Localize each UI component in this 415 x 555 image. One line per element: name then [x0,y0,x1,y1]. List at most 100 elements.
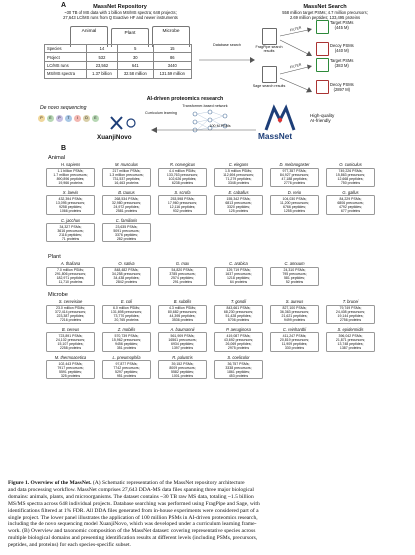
table-row-label: LC/MS runs [44,60,87,71]
stat-line: 1255 proteins [283,209,306,214]
stat-line: 5091 precursors; [113,228,140,233]
stat-line: 43,692 precursors; [223,337,254,342]
species-stats: 843,661 PSMs;68,230 precursors;51,428 pe… [214,304,263,324]
stat-line: 1.3 million precursors; [109,173,144,178]
stat-line: 6813 precursors; [225,200,252,205]
stat-line: 4792 peptides; [339,204,362,209]
fragpipe-target-count: (445 M) [334,24,349,30]
fragpipe-target-icon [316,20,329,34]
stat-line: 2258 proteins [59,346,82,351]
xuanjinovo-label: XuanjiNovo [97,134,132,141]
species-name: O. cuniculus [339,162,362,167]
stat-line: 1397 proteins [171,346,194,351]
stat-line: 5706 proteins [227,318,250,323]
caption-line: Figure 1. Overview of the MassNet. (A) S… [8,480,407,487]
stat-line: 1861 peptides; [227,369,250,374]
peptide-residue: D [83,115,90,122]
species-stats: 155,342 PSMs;6813 precursors;3320 peptid… [214,195,263,215]
stat-line: 3348 proteins [227,181,250,186]
sage-decoy-count: (2897 M) [333,86,351,92]
species-stats: 827,100 PSMs;36,363 precursors;21,621 pe… [270,304,319,324]
stat-line: 890,896 peptides; [56,177,85,182]
species-name: T. brucei [342,299,359,304]
stat-line: 223,387 peptides; [56,314,85,319]
stat-line: 71,279 peptides; [225,177,252,182]
stat-line: 24,310 PSMs; [283,268,306,273]
stat-line: 125 proteins [228,209,249,214]
stat-line: 2116 peptides; [59,232,82,237]
psm-flow-label: 100 M PSMs [209,124,231,128]
stat-line: 97,877 PSMs; [115,361,138,366]
species-name: A. thaliana [60,261,81,266]
species-name: S. coelicolor [227,354,250,360]
stat-line: 561,909 PSMs; [170,333,195,338]
species-stats: 7.0 million PSMs;291,806 precursors;182,… [46,266,95,286]
stat-line: 39,152 PSMs; [171,361,194,366]
stat-line: 32,980 precursors; [111,200,142,205]
stat-line: 129,719 PSMs; [226,268,251,273]
stat-line: 11,200 precursors; [280,200,309,205]
category-label: Plant [124,31,136,36]
table-cell: 30 [117,52,154,62]
xuanjinovo-logo-icon [110,116,136,130]
sage-target-label: Target PSMs [330,58,354,63]
stat-line: 64 proteins [229,280,248,285]
table-row: LC/MS runs 23,562 641 3440 [44,60,193,71]
species-name: C. arabica [229,261,248,266]
stat-line: 68,230 precursors; [223,310,254,315]
stat-line: 253,598 PSMs; [170,196,195,201]
stat-line: 1.5 million PSMs; [224,169,253,174]
hq-label-line1: High-quality [310,113,335,118]
stat-line: 23.0 million PSMs; [56,306,85,311]
hq-label-line2: AI-friendly [310,118,331,124]
sage-decoy-label: Decoy PSMs [330,82,354,87]
category-tabs: Animal Plant Microbe [70,26,200,48]
species-stats: 4.3 million PSMs;80,682 precursors;44,39… [158,304,207,324]
species-name: H. sapiens [60,162,81,167]
species-stats: 129,719 PSMs;1637 precursors;1218 peptid… [214,266,263,286]
sage-label: Sage search results [252,84,286,88]
stat-line: 52 proteins [285,280,304,285]
stat-line: 24,972 peptides; [113,204,140,209]
stat-line: 432,394 PSMs; [58,196,83,201]
species-name: M. musculus [115,162,138,167]
group-title-microbe: Microbe [48,292,68,298]
species-stats: 723,891 PSMs;24,102 precursors;15,107 pe… [46,332,95,352]
species-stats: 23,635 PSMs;5091 precursors;3376 peptide… [102,223,151,243]
stat-line: 34,327 PSMs; [59,224,82,229]
stat-line: 131,698 precursors; [110,310,143,315]
stat-line: 6.0 million PSMs; [112,306,141,311]
species-name: B. cereus [61,326,80,332]
species-name: Z. mobilis [117,326,136,332]
table-cell: 5 [117,43,154,54]
stat-line: 7.0 million PSMs; [56,268,85,273]
search-subtitle-1: 558 million target PSMs; 4.7 million pre… [282,10,368,15]
stat-line: 677 proteins [340,209,361,214]
species-stats: 23.0 million PSMs;372,414 precursors;223… [46,304,95,324]
stat-line: 79,749 PSMs; [339,306,362,311]
caption-line: multiple biological domains and presenti… [8,535,258,542]
species-stats: 1.5 million PSMs;112,694 precursors;71,2… [214,167,263,187]
stat-line: 268,534 PSMs; [114,196,139,201]
stat-line: 827,100 PSMs; [282,306,307,311]
species-name: D. melanogaster [279,162,310,167]
stat-line: 396,042 PSMs; [338,333,363,338]
group-title-animal: Animal [48,155,66,161]
database-search-label: Database search [213,43,241,47]
stat-line: 570,739 PSMs; [114,333,139,338]
stat-line: 133,763 precursors; [166,173,199,178]
species-name: P. aeruginosa [226,326,251,332]
